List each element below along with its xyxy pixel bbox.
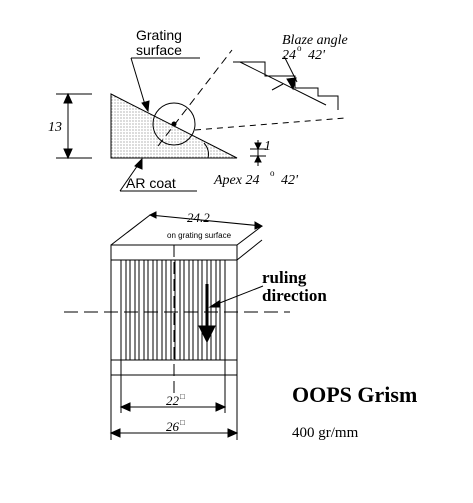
ruling-bar <box>183 259 190 361</box>
perspective-right <box>236 225 263 246</box>
detail-circle <box>152 102 196 146</box>
apex-arc <box>203 142 209 159</box>
ruling-bar <box>156 259 163 361</box>
grating-surface-leader <box>130 57 147 109</box>
ruling-bar <box>219 259 226 361</box>
on-surface-note: on grating surface <box>167 231 232 240</box>
ruling-bar <box>192 259 199 361</box>
grating-surface-label: Grating <box>136 27 182 43</box>
arrowhead <box>286 77 297 91</box>
projection-line <box>194 117 346 131</box>
apex-label: Apex 24 <box>213 173 259 188</box>
step-dim-label: 1 <box>264 139 271 154</box>
width-24-label: 24.2 <box>187 210 210 225</box>
grating-surface-label-2: surface <box>136 42 182 58</box>
grating-density: 400 gr/mm <box>292 425 359 441</box>
width-24-dim-line <box>149 214 263 227</box>
inner-width-label: 22 <box>166 393 180 408</box>
ruling-bar <box>210 259 217 361</box>
blaze-facet-line <box>239 61 327 106</box>
title: OOPS Grism <box>292 382 417 407</box>
blaze-angle-label: Blaze angle <box>282 33 348 48</box>
surface-normal <box>157 49 233 147</box>
blaze-degree-mark: o <box>297 43 302 53</box>
ruling-bar <box>165 259 172 361</box>
ruling-arrowhead <box>198 325 216 344</box>
ruling-bar <box>174 259 181 361</box>
outer-width-square: □ <box>180 418 185 427</box>
ruling-bars <box>120 259 226 361</box>
perspective-left <box>110 214 151 246</box>
ruling-label: ruling <box>262 268 307 287</box>
blaze-angle-value: 24 <box>282 48 296 63</box>
ruling-bar <box>129 259 136 361</box>
blaze-angle-minutes: 42' <box>308 48 326 63</box>
side-profile-view <box>56 49 346 192</box>
blaze-tick <box>271 83 284 91</box>
inner-width-square: □ <box>180 392 185 401</box>
center-dot <box>171 121 177 127</box>
direction-label: direction <box>262 286 327 305</box>
blaze-staircase <box>233 61 339 110</box>
ar-coat-label: AR coat <box>126 175 176 191</box>
height-dim-label: 13 <box>48 120 62 135</box>
ruling-bar <box>138 259 145 361</box>
apex-degree-mark: o <box>270 168 275 178</box>
ruling-bar <box>120 259 127 361</box>
ruling-leader <box>211 285 264 307</box>
outer-width-label: 26 <box>166 419 180 434</box>
apex-minutes: 42' <box>281 173 299 188</box>
ruling-bar <box>147 259 154 361</box>
perspective-bottom-right <box>236 239 263 261</box>
